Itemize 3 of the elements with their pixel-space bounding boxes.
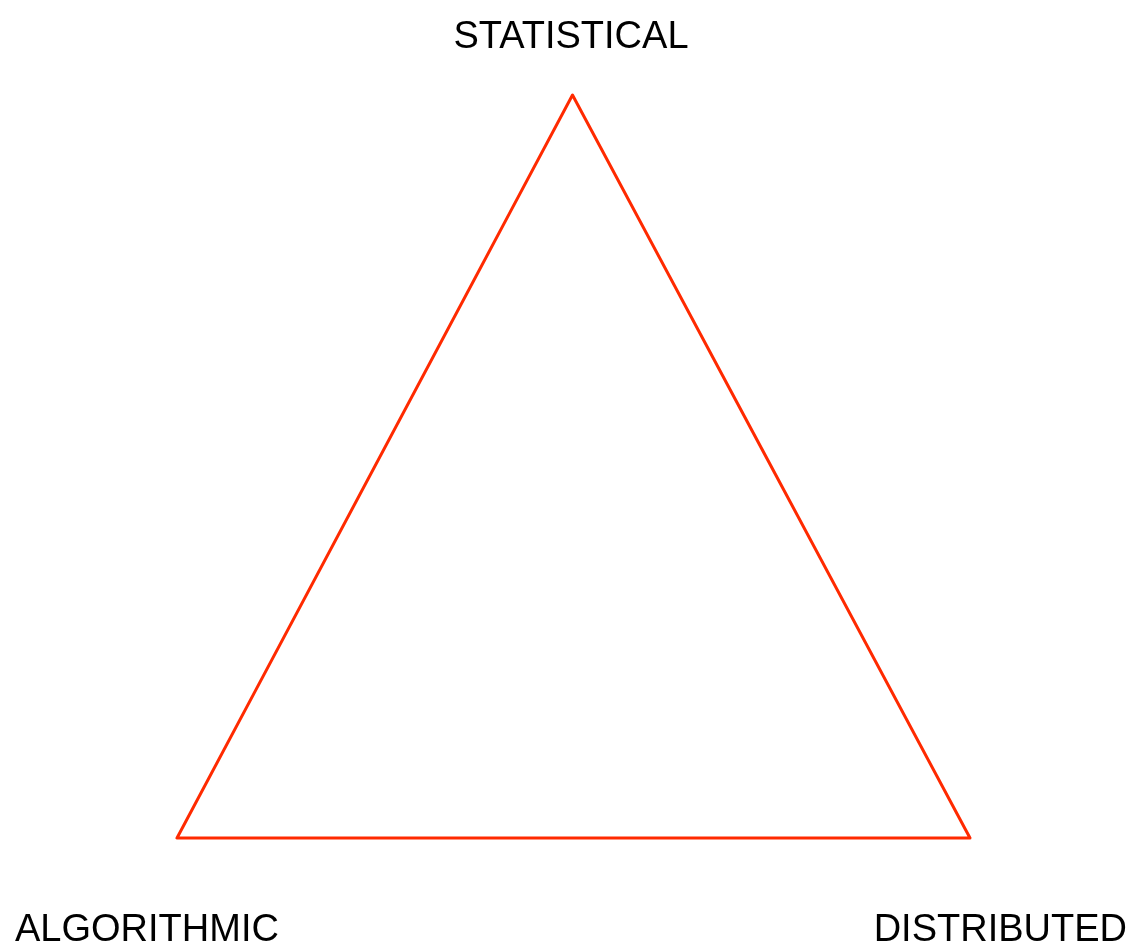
vertex-label: STATISTICAL <box>453 13 689 57</box>
vertex-label: ALGORITHMIC <box>15 906 279 950</box>
vertex-label: DISTRIBUTED <box>873 906 1127 950</box>
